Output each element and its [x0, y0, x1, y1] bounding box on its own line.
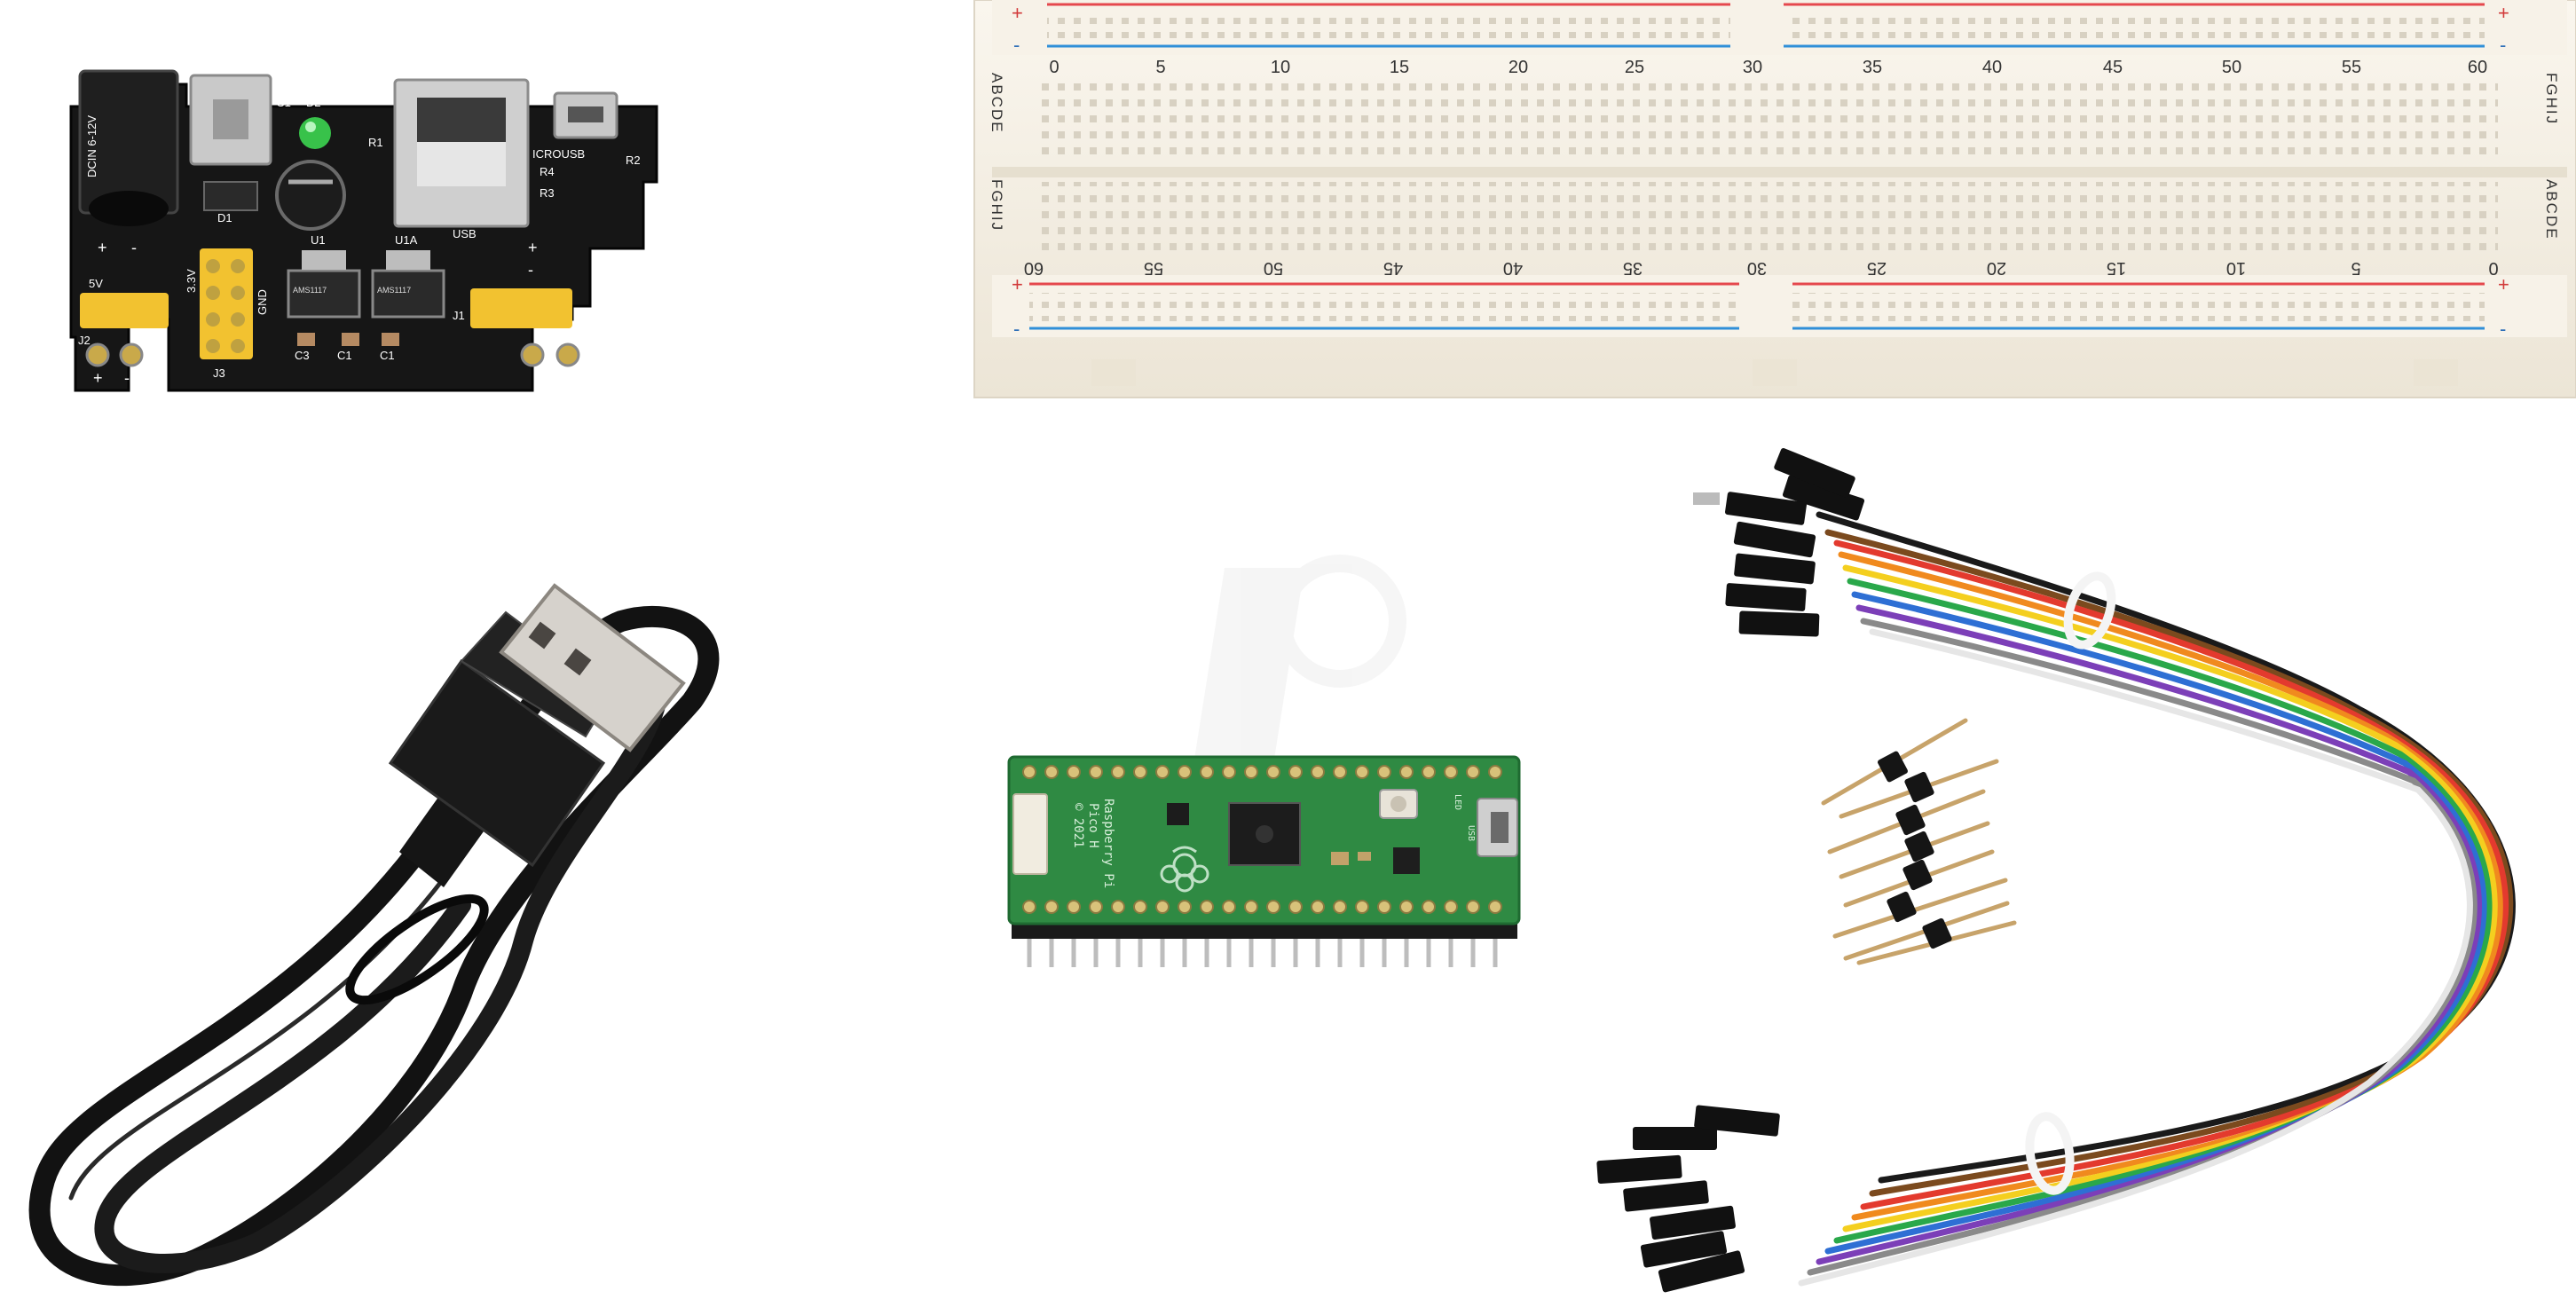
bb-top-num-3: 15	[1390, 58, 1409, 77]
bb-bot-num-10: 10	[2226, 258, 2246, 278]
label-33v: 3.3V	[185, 269, 198, 293]
label-plus-bottom: +	[93, 369, 103, 387]
bb-top-num-1: 5	[1155, 58, 1165, 77]
bb-bot-num-8: 20	[1987, 258, 2006, 278]
label-d2: D2	[306, 96, 321, 109]
debug-connector	[1012, 793, 1048, 875]
jumper-wires	[1596, 447, 2516, 1293]
label-u1a: U1A	[395, 233, 418, 247]
bb-bot-num-9: 15	[2107, 258, 2126, 278]
solderless-breadboard: 0 5 10 15 20 25 30 35 40 45 50 55 60 ABC…	[973, 0, 2576, 398]
bb-bot-num-11: 5	[2351, 258, 2360, 278]
label-minus-left: -	[131, 239, 137, 256]
label-r1: R1	[368, 136, 383, 149]
label-r2: R2	[626, 154, 641, 167]
capacitor	[275, 160, 346, 231]
bb-top-num-12: 60	[2468, 58, 2487, 77]
bb-top-num-2: 10	[1271, 58, 1290, 77]
pico-usb-label: USB	[1466, 825, 1476, 841]
pico-year-text: © 2021	[1071, 803, 1085, 848]
bb-rail-minus-tl: -	[1013, 34, 1020, 56]
bb-bot-num-1: 55	[1144, 258, 1163, 278]
bb-rail-plus-tr: +	[2498, 2, 2509, 24]
green-led	[299, 117, 331, 149]
bb-rail-minus-bl: -	[1013, 318, 1020, 340]
regulator-u1	[287, 269, 361, 319]
label-s1: S1	[277, 96, 291, 109]
label-usb: USB	[453, 227, 477, 240]
bb-rows-right-top: FGHIJ	[2543, 73, 2560, 125]
label-minus-bottom: -	[124, 369, 130, 387]
bb-rail-plus-br: +	[2498, 273, 2509, 295]
label-r3: R3	[540, 186, 555, 200]
cable-tie-bottom	[2025, 1112, 2075, 1195]
bb-bot-num-12: 0	[2488, 258, 2498, 278]
label-plus-left: +	[98, 239, 107, 256]
bb-bot-num-5: 35	[1623, 258, 1642, 278]
bb-rail-plus-tl: +	[1012, 2, 1023, 24]
bb-rail-minus-tr: -	[2500, 34, 2506, 56]
label-microusb: ICROUSB	[532, 147, 585, 161]
label-d1: D1	[217, 211, 232, 224]
bb-rail-minus-br: -	[2500, 318, 2506, 340]
label-plus-right: +	[528, 239, 538, 256]
label-c1b: C1	[380, 349, 395, 362]
header-j2	[80, 293, 169, 328]
raspberry-logo-icon	[1160, 846, 1209, 893]
label-u1: U1	[311, 233, 326, 247]
bb-bot-num-0: 60	[1024, 258, 1044, 278]
header-j1	[470, 288, 572, 328]
label-j3: J3	[213, 366, 225, 380]
header-j3	[200, 248, 253, 359]
label-j1: J1	[453, 309, 465, 322]
bb-top-num-10: 50	[2222, 58, 2241, 77]
pico-brand-text: Raspberry Pi	[1101, 799, 1115, 888]
bb-top-num-11: 55	[2342, 58, 2361, 77]
label-r4: R4	[540, 165, 555, 178]
label-ams-2: AMS1117	[377, 286, 411, 295]
bb-rail-plus-bl: +	[1012, 273, 1023, 295]
bb-top-num-5: 25	[1625, 58, 1644, 77]
bb-top-num-7: 35	[1863, 58, 1882, 77]
bb-bot-num-3: 45	[1383, 258, 1403, 278]
bb-top-num-9: 45	[2103, 58, 2123, 77]
label-dc-in: DCIN 6-12V	[85, 115, 98, 177]
label-ams-1: AMS1117	[293, 286, 327, 295]
pico-led-label: LED	[1453, 794, 1462, 810]
pico-model-text: Pico H	[1086, 803, 1100, 848]
bb-rows-left-bottom: FGHIJ	[989, 179, 1005, 232]
bb-bot-num-2: 50	[1264, 258, 1283, 278]
label-c3: C3	[295, 349, 310, 362]
bb-top-num-6: 30	[1743, 58, 1762, 77]
regulator-u1a	[371, 269, 445, 319]
bb-top-num-8: 40	[1982, 58, 2002, 77]
bb-bot-num-6: 30	[1747, 258, 1767, 278]
breadboard-power-module: DCIN 6-12V S1 D2 R1 ICROUSB USB D1 U1 U1…	[69, 69, 658, 392]
label-j2: J2	[78, 334, 91, 347]
cable-tie-top	[2063, 571, 2116, 650]
bb-bot-num-7: 25	[1867, 258, 1887, 278]
raspberry-pi-pico-h: Raspberry Pi Pico H © 2021 LED USB	[1007, 755, 1521, 967]
bb-rows-right-bottom: ABCDE	[2543, 179, 2560, 240]
bb-top-num-4: 20	[1509, 58, 1528, 77]
label-5v: 5V	[89, 277, 103, 290]
label-gnd: GND	[256, 289, 269, 315]
pin-headers	[1821, 718, 2017, 965]
label-minus-right: -	[528, 261, 533, 279]
usb-cable	[28, 583, 720, 1287]
bb-bot-num-4: 40	[1503, 258, 1523, 278]
bb-rows-left-top: ABCDE	[989, 73, 1005, 134]
label-c1a: C1	[337, 349, 352, 362]
bb-top-num-0: 0	[1049, 58, 1059, 77]
